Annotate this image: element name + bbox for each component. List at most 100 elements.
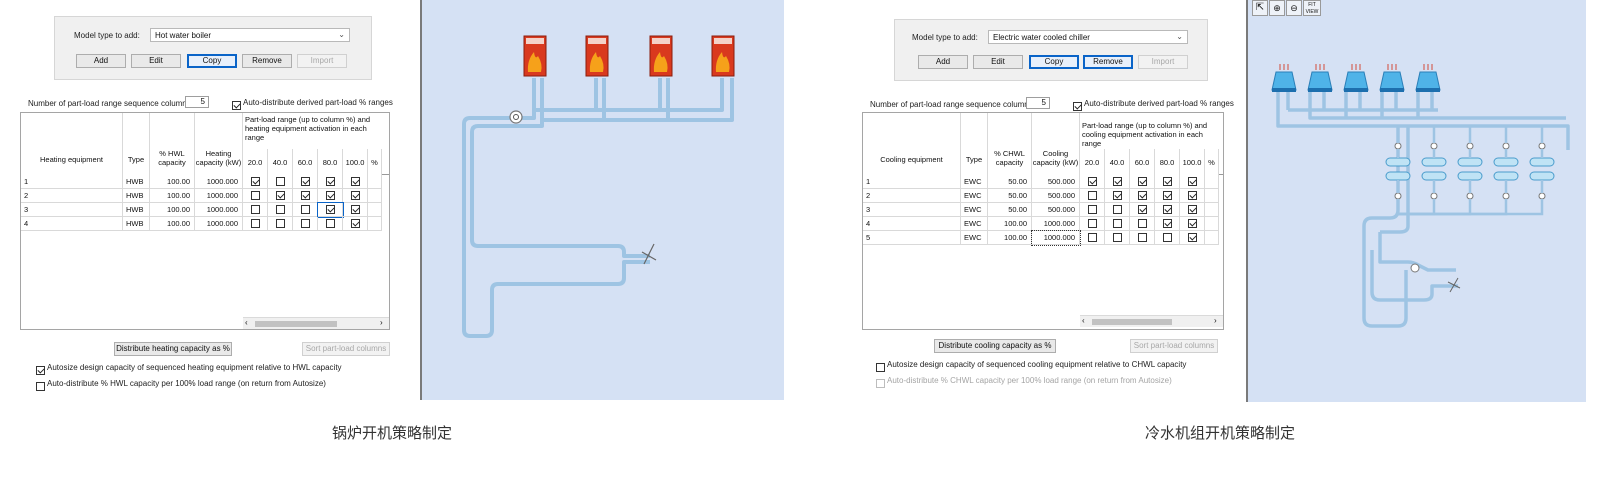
range-checkbox[interactable] bbox=[1112, 218, 1122, 228]
cell-type[interactable]: EWC bbox=[961, 231, 988, 245]
model-type-select[interactable]: Hot water boiler ⌄ bbox=[150, 28, 350, 42]
range-checkbox[interactable] bbox=[1087, 176, 1097, 186]
cooling-plant-diagram[interactable]: ⇱ ⊕ ⊖ FIT VIEW bbox=[1246, 0, 1586, 402]
range-checkbox[interactable] bbox=[1162, 190, 1172, 200]
cell-type[interactable]: HWB bbox=[123, 189, 150, 203]
cell-pct-capacity[interactable]: 50.00 bbox=[988, 175, 1032, 189]
range-checkbox-cell[interactable] bbox=[343, 175, 368, 189]
range-checkbox[interactable] bbox=[1137, 176, 1147, 186]
range-checkbox[interactable] bbox=[1162, 204, 1172, 214]
range-checkbox-cell[interactable] bbox=[268, 217, 293, 231]
range-checkbox-cell[interactable] bbox=[1130, 203, 1155, 217]
auto-distribute-pct-checkbox[interactable] bbox=[876, 375, 885, 393]
range-checkbox[interactable] bbox=[1162, 232, 1172, 242]
boiler-icon[interactable] bbox=[585, 35, 609, 77]
cell-pct-capacity[interactable]: 50.00 bbox=[988, 203, 1032, 217]
cell-type[interactable]: EWC bbox=[961, 217, 988, 231]
sequence-columns-input[interactable]: 5 bbox=[1026, 97, 1050, 109]
cell-pct-capacity[interactable]: 100.00 bbox=[150, 175, 195, 189]
scroll-right-icon[interactable]: › bbox=[1214, 316, 1217, 325]
range-checkbox-cell[interactable] bbox=[317, 202, 344, 218]
cell-capacity[interactable]: 1000.000 bbox=[195, 175, 243, 189]
range-checkbox[interactable] bbox=[325, 176, 335, 186]
range-checkbox[interactable] bbox=[1137, 218, 1147, 228]
range-checkbox-cell[interactable] bbox=[293, 203, 318, 217]
range-checkbox[interactable] bbox=[350, 176, 360, 186]
range-checkbox[interactable] bbox=[300, 218, 310, 228]
cell-equipment[interactable]: 2 bbox=[863, 189, 961, 203]
boiler-icon[interactable] bbox=[711, 35, 735, 77]
model-type-select[interactable]: Electric water cooled chiller ⌄ bbox=[988, 30, 1188, 44]
scroll-left-icon[interactable]: ‹ bbox=[1082, 316, 1085, 325]
cell-type[interactable]: EWC bbox=[961, 175, 988, 189]
range-checkbox-cell[interactable] bbox=[1080, 175, 1105, 189]
range-checkbox-cell[interactable] bbox=[1105, 189, 1130, 203]
edit-button[interactable]: Edit bbox=[131, 54, 181, 68]
cell-capacity[interactable]: 1000.000 bbox=[1032, 217, 1080, 231]
range-checkbox[interactable] bbox=[1187, 204, 1197, 214]
range-checkbox-cell[interactable] bbox=[1130, 175, 1155, 189]
chiller-icon[interactable] bbox=[1398, 126, 1447, 216]
range-checkbox-cell[interactable] bbox=[1180, 217, 1205, 231]
cell-pct-capacity[interactable]: 100.00 bbox=[988, 231, 1032, 245]
cell-type[interactable]: HWB bbox=[123, 175, 150, 189]
range-checkbox-cell[interactable] bbox=[268, 189, 293, 203]
range-checkbox[interactable] bbox=[1112, 232, 1122, 242]
range-checkbox[interactable] bbox=[1087, 232, 1097, 242]
import-button[interactable]: Import bbox=[297, 54, 347, 68]
range-checkbox[interactable] bbox=[250, 204, 260, 214]
cell-type[interactable]: HWB bbox=[123, 217, 150, 231]
range-checkbox[interactable] bbox=[325, 204, 335, 214]
range-checkbox-cell[interactable] bbox=[268, 175, 293, 189]
cell-pct-capacity[interactable]: 100.00 bbox=[988, 217, 1032, 231]
cell-pct-capacity[interactable]: 100.00 bbox=[150, 203, 195, 217]
sort-part-load-button[interactable]: Sort part-load columns bbox=[1130, 339, 1218, 353]
boiler-icon[interactable] bbox=[523, 35, 547, 77]
copy-button[interactable]: Copy bbox=[1029, 55, 1079, 69]
range-checkbox[interactable] bbox=[250, 176, 260, 186]
range-checkbox-cell[interactable] bbox=[243, 203, 268, 217]
range-checkbox[interactable] bbox=[250, 190, 260, 200]
cell-capacity[interactable]: 1000.000 bbox=[195, 217, 243, 231]
range-checkbox-cell[interactable] bbox=[1130, 231, 1155, 245]
range-checkbox-cell[interactable] bbox=[1105, 217, 1130, 231]
range-checkbox-cell[interactable] bbox=[343, 203, 368, 217]
range-checkbox-cell[interactable] bbox=[1080, 203, 1105, 217]
cell-type[interactable]: EWC bbox=[961, 203, 988, 217]
sequence-columns-input[interactable]: 5 bbox=[185, 96, 209, 108]
range-checkbox-cell[interactable] bbox=[318, 217, 343, 231]
cooling-tower-icon[interactable] bbox=[1307, 64, 1333, 92]
cell-capacity[interactable]: 1000.000 bbox=[1031, 230, 1081, 246]
range-checkbox[interactable] bbox=[350, 204, 360, 214]
zoom-in-icon[interactable]: ⊕ bbox=[1269, 0, 1285, 16]
range-checkbox[interactable] bbox=[1137, 204, 1147, 214]
range-checkbox-cell[interactable] bbox=[1105, 231, 1130, 245]
range-checkbox[interactable] bbox=[1112, 204, 1122, 214]
scroll-left-icon[interactable]: ‹ bbox=[245, 318, 248, 327]
cell-type[interactable]: HWB bbox=[123, 203, 150, 217]
sort-part-load-button[interactable]: Sort part-load columns bbox=[302, 342, 390, 356]
range-checkbox-cell[interactable] bbox=[1105, 175, 1130, 189]
cooling-tower-icon[interactable] bbox=[1415, 64, 1441, 92]
chiller-icon[interactable] bbox=[1385, 126, 1411, 214]
fit-view-icon[interactable]: FIT VIEW bbox=[1303, 0, 1321, 16]
cell-pct-capacity[interactable]: 50.00 bbox=[988, 189, 1032, 203]
range-checkbox[interactable] bbox=[1087, 218, 1097, 228]
autosize-checkbox[interactable] bbox=[36, 362, 45, 380]
range-checkbox[interactable] bbox=[1112, 190, 1122, 200]
cell-equipment[interactable]: 2 bbox=[21, 189, 123, 203]
range-checkbox-cell[interactable] bbox=[1080, 231, 1105, 245]
range-checkbox[interactable] bbox=[1187, 190, 1197, 200]
range-checkbox[interactable] bbox=[325, 190, 335, 200]
cell-equipment[interactable]: 5 bbox=[863, 231, 961, 245]
scrollbar-thumb[interactable] bbox=[1092, 319, 1172, 325]
cell-capacity[interactable]: 500.000 bbox=[1032, 203, 1080, 217]
cell-equipment[interactable]: 4 bbox=[863, 217, 961, 231]
grid-horizontal-scrollbar[interactable]: ‹ › bbox=[243, 317, 389, 329]
